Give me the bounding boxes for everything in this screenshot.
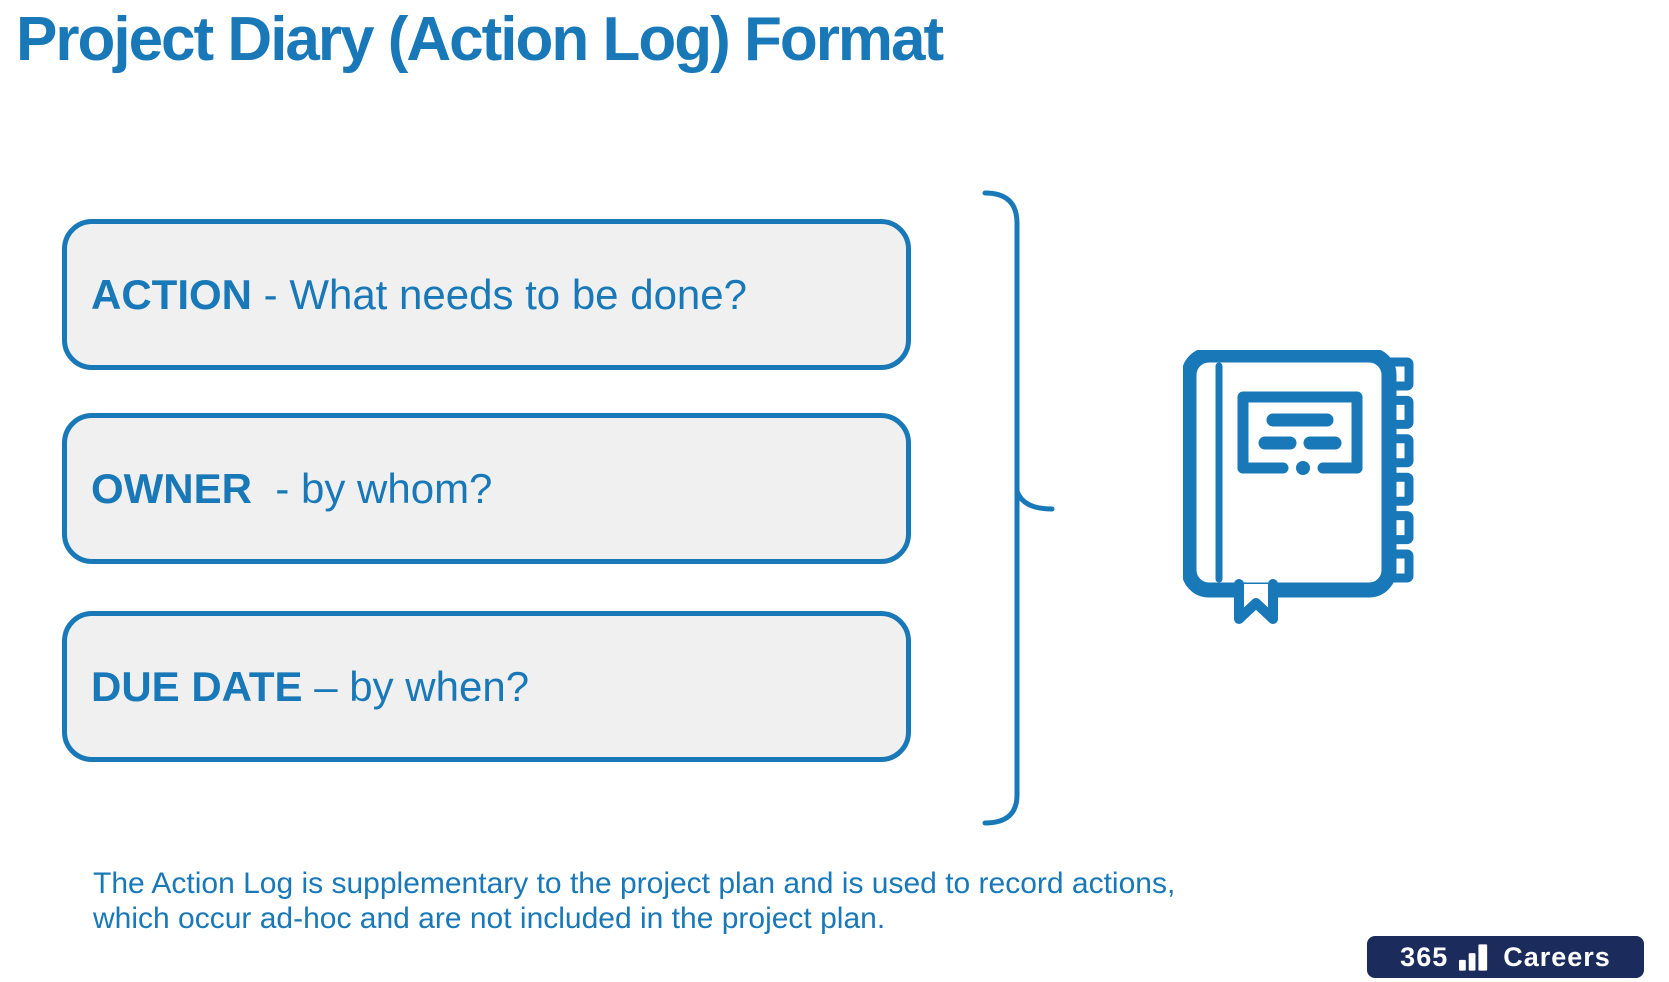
action-box: ACTION - What needs to be done? <box>62 219 911 370</box>
term-description: - What needs to be done? <box>252 270 747 318</box>
term-description: - by whom? <box>252 464 493 512</box>
logo-name: Careers <box>1503 941 1611 972</box>
owner-box: OWNER - by whom? <box>62 413 911 564</box>
brand-logo: 365 Careers <box>1367 936 1644 978</box>
logo-number: 365 <box>1400 941 1449 972</box>
term-description: – by when? <box>302 662 530 710</box>
due-date-box: DUE DATE – by when? <box>62 611 911 762</box>
bar-chart-icon <box>1459 943 1488 971</box>
term-label: ACTION <box>91 270 252 318</box>
page-title: Project Diary (Action Log) Format <box>16 5 944 74</box>
note-text: The Action Log is supplementary to the p… <box>93 866 1175 936</box>
note-line-1: The Action Log is supplementary to the p… <box>93 867 1176 900</box>
term-label: DUE DATE <box>91 662 303 710</box>
term-label: OWNER <box>91 464 252 512</box>
right-brace-icon <box>982 190 1055 826</box>
diary-notebook-icon <box>1183 350 1414 624</box>
note-line-2: which occur ad-hoc and are not included … <box>93 902 886 935</box>
